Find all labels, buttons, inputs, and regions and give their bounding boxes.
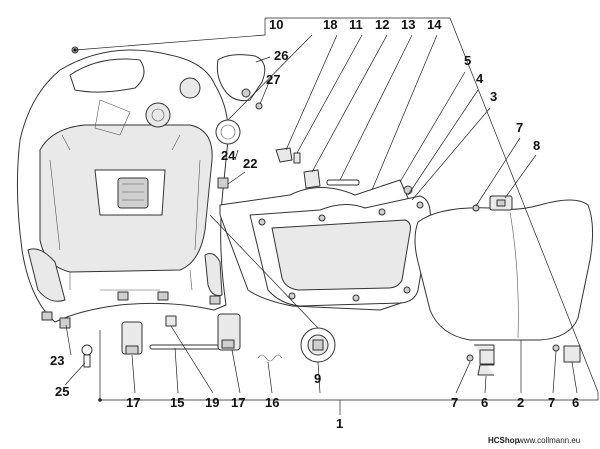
callout-labels: 10 18 11 12 13 14 26 27 5 4 3 24 22 7 8 … [50, 17, 579, 431]
callout-5: 5 [464, 53, 471, 68]
part-16-spring [257, 354, 283, 362]
part-17-hinge-right [217, 313, 241, 351]
leader-dot [98, 398, 102, 402]
callout-2: 2 [517, 395, 524, 410]
part-8-latch [489, 195, 513, 211]
part-23-clip [59, 317, 71, 329]
part-6-bracket-right [563, 345, 581, 363]
callout-13: 13 [401, 17, 415, 32]
footer-site: www.collmann.eu [517, 436, 580, 445]
callout-17-left: 17 [126, 395, 140, 410]
part-7-screw-left [466, 354, 474, 362]
part-24-ring [215, 119, 241, 145]
leader-lines [64, 17, 599, 415]
part-25-bolt [81, 344, 93, 368]
callout-7-left: 7 [451, 395, 458, 410]
part-17-hinge-left [121, 321, 143, 355]
callout-23: 23 [50, 353, 64, 368]
part-22-nut [217, 177, 229, 189]
callout-7-top: 7 [516, 120, 523, 135]
part-11-clip [293, 152, 301, 164]
callout-1: 1 [336, 416, 343, 431]
part-3-grommet [403, 185, 413, 195]
callout-26: 26 [274, 48, 288, 63]
callout-12: 12 [375, 17, 389, 32]
part-9-lock [300, 327, 336, 363]
callout-11: 11 [349, 17, 363, 32]
callout-16: 16 [265, 395, 279, 410]
callout-19: 19 [205, 395, 219, 410]
part-7-screw-top [472, 204, 480, 212]
part-12-hinge [303, 169, 321, 189]
part-26-mirror-cover [216, 54, 266, 102]
part-2-outer-lid [414, 199, 594, 341]
leg-shield-body [16, 49, 229, 323]
part-6-bracket-left [474, 344, 495, 376]
callout-9: 9 [314, 371, 321, 386]
callout-7-right: 7 [548, 395, 555, 410]
callout-17-right: 17 [231, 395, 245, 410]
callout-10: 10 [269, 17, 283, 32]
part-18-clip [275, 147, 293, 163]
callout-8: 8 [533, 138, 540, 153]
callout-6-left: 6 [481, 395, 488, 410]
callout-14: 14 [427, 17, 442, 32]
part-27-screw [255, 102, 263, 110]
part-4-inner-panel [249, 195, 431, 307]
callout-6-right: 6 [572, 395, 579, 410]
callout-15: 15 [170, 395, 184, 410]
part-19-clip [165, 315, 177, 327]
leader-dot [73, 48, 77, 52]
footer-brand: HCShop [488, 436, 520, 445]
callout-27: 27 [266, 72, 280, 87]
callout-24: 24 [221, 148, 236, 163]
callout-18: 18 [323, 17, 337, 32]
callout-4: 4 [476, 71, 484, 86]
callout-25: 25 [55, 384, 69, 399]
part-13-pin [326, 179, 360, 186]
callout-3: 3 [490, 89, 497, 104]
part-7-screw-right [552, 344, 560, 352]
callout-22: 22 [243, 156, 257, 171]
